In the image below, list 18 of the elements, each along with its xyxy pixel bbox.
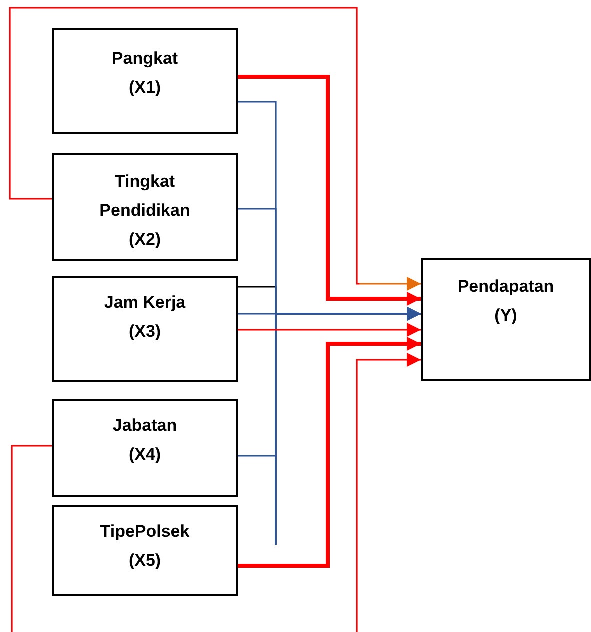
variable-box bbox=[421, 258, 591, 381]
variable-label: Tingkat Pendidikan (X2) bbox=[98, 171, 192, 251]
variable-box bbox=[52, 153, 238, 261]
variable-label: Jabatan (X4) bbox=[112, 415, 178, 466]
variable-box bbox=[52, 399, 238, 497]
arrow bbox=[238, 75, 421, 306]
variable-label: TipePolsek (X5) bbox=[99, 521, 191, 572]
arrow bbox=[238, 307, 421, 321]
arrow bbox=[356, 353, 421, 632]
arrow bbox=[238, 323, 421, 337]
arrow bbox=[9, 7, 421, 291]
variable-box bbox=[52, 505, 238, 596]
variable-box bbox=[52, 276, 238, 382]
variable-label: Pendapatan (Y) bbox=[456, 276, 556, 327]
variable-label: Pangkat (X1) bbox=[110, 48, 180, 99]
variable-box bbox=[52, 28, 238, 134]
variable-label: Jam Kerja (X3) bbox=[103, 292, 187, 343]
arrow bbox=[238, 337, 421, 568]
